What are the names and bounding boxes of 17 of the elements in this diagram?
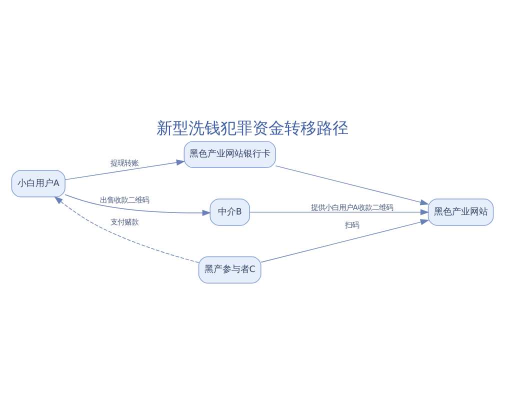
arrow — [275, 164, 430, 205]
edge-label: 扫码 — [344, 220, 359, 230]
arrow — [249, 208, 430, 215]
edge-label: 支付赌款 — [110, 217, 139, 226]
node-box: 小白用户A — [11, 170, 66, 197]
edge-label: 出售收款二维码 — [100, 195, 150, 204]
edge-label: 提供小白用户A收款二维码 — [310, 202, 393, 212]
node-box: 黑色产业网站 — [428, 198, 494, 226]
edge-label: 提现转账 — [110, 158, 139, 167]
node-box: 中介B — [210, 198, 250, 226]
node-box: 黑色产业网站银行卡 — [184, 140, 276, 168]
arrow — [260, 218, 430, 262]
arrow — [64, 194, 212, 216]
arrow — [54, 196, 200, 262]
diagram-title: 新型洗钱犯罪资金转移路径 — [156, 118, 348, 138]
node-box: 黑产参与者C — [198, 256, 262, 283]
arrow — [64, 159, 186, 180]
